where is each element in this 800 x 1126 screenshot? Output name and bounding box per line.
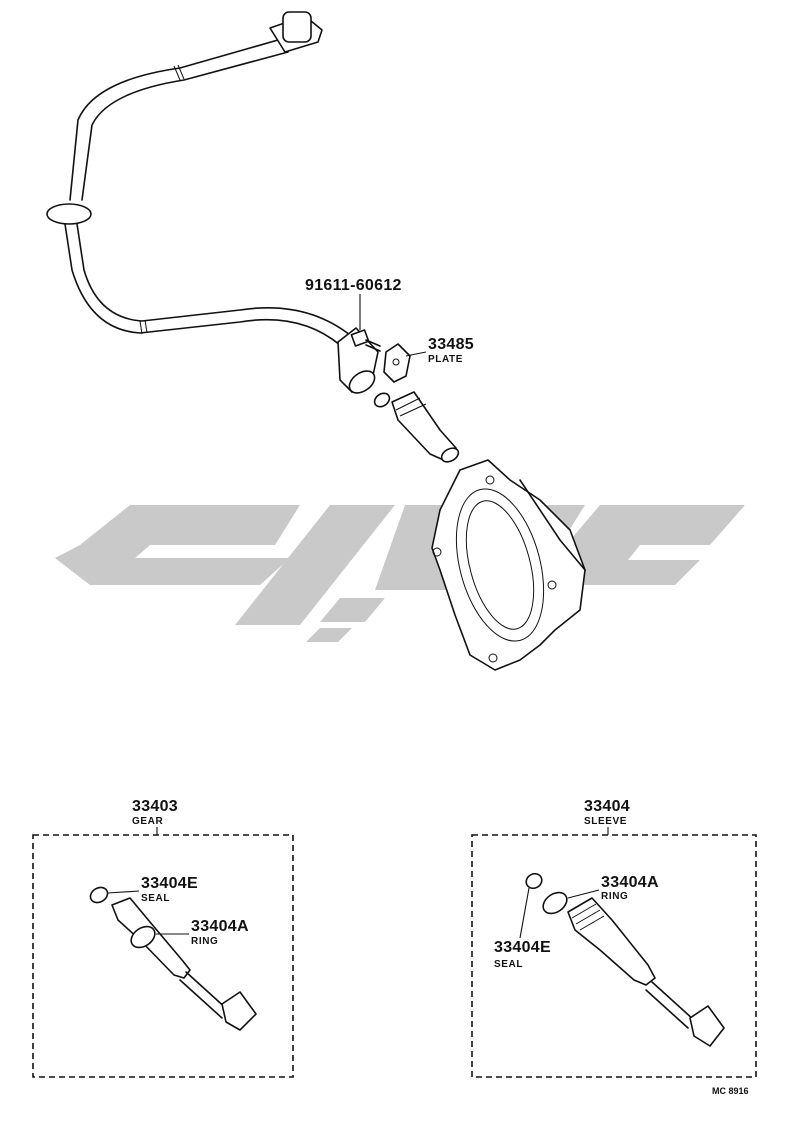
speedometer-cable [46,11,379,394]
gear-kit-box: 33403 GEAR 33404E SEAL 33404A RING [32,798,294,1078]
sleeve-part-number: 33404 [584,798,630,815]
gear-part-number: 33403 [132,798,178,815]
gear-seal-name: SEAL [141,893,170,904]
gear-seal-number: 33404E [141,875,198,892]
bolt-part-number: 91611-60612 [305,277,402,294]
sleeve-seal-name: SEAL [494,959,523,970]
transmission-housing [431,459,586,671]
gear-ring-name: RING [191,936,218,947]
plate-drawing [383,343,411,383]
sleeve-seal-number: 33404E [494,939,551,956]
gear-seal-drawing [89,886,109,904]
sleeve-ring-drawing [542,891,568,915]
sleeve-ring-name: RING [601,891,628,902]
watermark-logo [55,505,745,642]
gear-ring-drawing [130,925,156,949]
gear-ring-number: 33404A [191,918,249,935]
sleeve-kit-box: 33404 SLEEVE 33404A RING 33404E SEAL [471,798,757,1078]
diagram-code: MC 8916 [712,1086,749,1096]
plate-part-number: 33485 [428,336,474,353]
bolt-drawing [350,329,381,352]
cable-grommet [46,203,92,225]
driven-gear-assembly [373,391,460,463]
gear-part-name: GEAR [132,816,163,827]
sleeve-part-name: SLEEVE [584,816,627,827]
sleeve-ring-number: 33404A [601,874,659,891]
sleeve-seal-drawing [525,872,543,890]
plate-part-name: PLATE [428,354,463,365]
